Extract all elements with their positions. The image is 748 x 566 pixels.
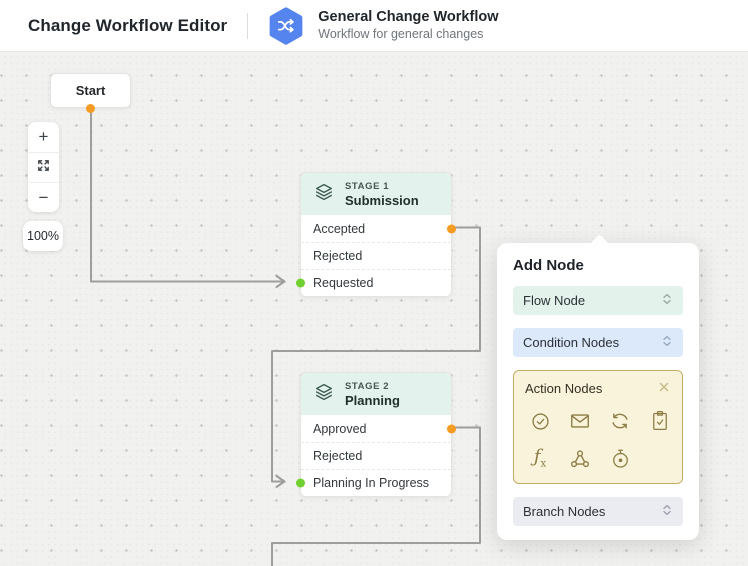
- status-label: Rejected: [313, 449, 363, 463]
- layers-icon: [313, 381, 335, 408]
- add-node-panel: Add Node Flow Node Condition Nodes: [497, 234, 699, 540]
- action-icon-row-2: ƒx: [525, 448, 671, 470]
- workflow-canvas[interactable]: Start + − 100%: [0, 52, 748, 566]
- zoom-out-button[interactable]: −: [28, 182, 59, 212]
- chevron-updown-icon: [660, 292, 674, 309]
- sync-icon[interactable]: [609, 410, 631, 432]
- status-row-rejected[interactable]: Rejected: [301, 242, 451, 269]
- status-label: Planning In Progress: [313, 476, 430, 490]
- close-icon[interactable]: [657, 380, 671, 397]
- envelope-icon[interactable]: [569, 410, 591, 432]
- workflow-hexagon-icon: [266, 5, 306, 47]
- zoom-toolbar: + −: [28, 122, 59, 212]
- status-row-rejected[interactable]: Rejected: [301, 442, 451, 469]
- webhook-icon[interactable]: [569, 448, 591, 470]
- output-port[interactable]: [447, 424, 456, 433]
- panel-caret: [590, 234, 609, 253]
- stage-name: Planning: [345, 392, 400, 408]
- status-row-requested[interactable]: Requested: [296, 269, 451, 296]
- input-port[interactable]: [296, 278, 305, 288]
- zoom-level-button[interactable]: 100%: [23, 221, 63, 251]
- clipboard-check-icon[interactable]: [649, 410, 671, 432]
- group-label: Action Nodes: [525, 381, 603, 396]
- status-label: Approved: [313, 421, 367, 436]
- group-label: Flow Node: [523, 293, 586, 308]
- status-label: Accepted: [313, 221, 366, 236]
- timer-icon[interactable]: [609, 448, 631, 470]
- output-port[interactable]: [447, 224, 456, 233]
- circle-check-icon[interactable]: [529, 410, 551, 432]
- page-title: Change Workflow Editor: [28, 15, 228, 35]
- group-branch-nodes[interactable]: Branch Nodes: [513, 497, 683, 526]
- group-action-nodes-header[interactable]: Action Nodes: [525, 380, 671, 397]
- status-label: Requested: [313, 276, 374, 290]
- header-divider: [247, 12, 249, 39]
- stage-node-submission[interactable]: STAGE 1 Submission Accepted Rejected Req…: [296, 172, 456, 297]
- chevron-updown-icon: [660, 334, 674, 351]
- action-icon-row-1: [525, 410, 671, 432]
- start-node-label: Start: [75, 83, 106, 98]
- input-port[interactable]: [296, 478, 305, 488]
- layers-icon: [313, 181, 335, 208]
- status-row-approved[interactable]: Approved: [301, 415, 456, 442]
- zoom-in-button[interactable]: +: [28, 122, 59, 152]
- workflow-name: General Change Workflow: [318, 9, 499, 26]
- fit-view-button[interactable]: [28, 152, 59, 182]
- stage-badge: STAGE 1: [345, 180, 390, 192]
- start-node[interactable]: Start: [50, 73, 131, 108]
- group-label: Condition Nodes: [523, 335, 620, 350]
- status-row-planning-in-progress[interactable]: Planning In Progress: [296, 469, 451, 496]
- stage-badge: STAGE 2: [345, 380, 390, 392]
- stage-node-planning[interactable]: STAGE 2 Planning Approved Rejected Plann…: [296, 372, 456, 497]
- workflow-description: Workflow for general changes: [318, 27, 484, 42]
- group-label: Branch Nodes: [523, 504, 606, 519]
- status-row-accepted[interactable]: Accepted: [301, 215, 456, 242]
- start-output-port[interactable]: [86, 103, 95, 113]
- chevron-updown-icon: [660, 503, 674, 520]
- fit-screen-icon: [36, 158, 51, 178]
- stage-1-header: STAGE 1 Submission: [301, 173, 451, 215]
- function-icon[interactable]: ƒx: [533, 446, 547, 470]
- workflow-meta: General Change Workflow Workflow for gen…: [318, 8, 498, 42]
- group-flow-node[interactable]: Flow Node: [513, 286, 683, 315]
- stage-name: Submission: [345, 192, 419, 208]
- stage-2-header: STAGE 2 Planning: [301, 373, 451, 415]
- group-action-nodes-expanded: Action Nodes: [513, 370, 683, 484]
- header-bar: Change Workflow Editor General Change Wo…: [0, 0, 748, 52]
- status-label: Rejected: [313, 249, 363, 263]
- add-node-title: Add Node: [513, 257, 584, 274]
- group-condition-nodes[interactable]: Condition Nodes: [513, 328, 683, 357]
